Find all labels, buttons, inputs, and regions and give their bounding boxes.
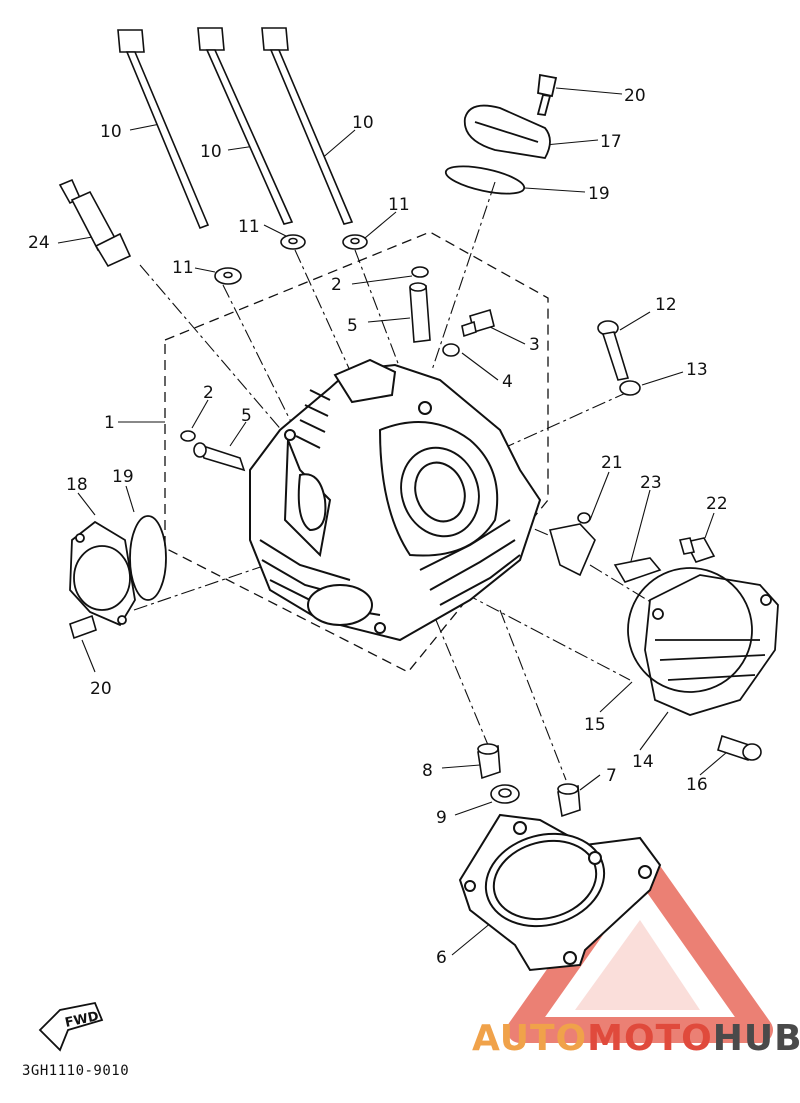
callout-9: 9 — [436, 808, 447, 828]
callout-11a: 11 — [172, 258, 194, 278]
spark-plug-icon — [58, 178, 132, 268]
cylinder-head-bolt-long — [117, 27, 354, 230]
valve-guide-icon — [180, 266, 431, 472]
callout-10c: 10 — [352, 113, 374, 133]
callout-1: 1 — [104, 413, 115, 433]
callout-14: 14 — [632, 752, 654, 772]
callout-21: 21 — [601, 453, 623, 473]
callout-15: 15 — [584, 715, 606, 735]
callout-5a: 5 — [347, 316, 358, 336]
watermark-auto: AUTO — [472, 1018, 588, 1059]
callout-3: 3 — [529, 335, 540, 355]
callout-16: 16 — [686, 775, 708, 795]
callout-20a: 20 — [624, 86, 646, 106]
callout-2a: 2 — [331, 275, 342, 295]
watermark-hub: HUB — [712, 1018, 800, 1059]
dowel-pin-icon — [477, 743, 581, 818]
callout-12: 12 — [655, 295, 677, 315]
callout-22: 22 — [706, 494, 728, 514]
callout-11b: 11 — [238, 217, 260, 237]
breather-part — [548, 512, 662, 583]
forward-direction-arrow: FWD — [38, 1001, 104, 1052]
callout-20b: 20 — [90, 679, 112, 699]
callout-24: 24 — [28, 233, 50, 253]
callout-17: 17 — [600, 132, 622, 152]
callout-19a: 19 — [588, 184, 610, 204]
callout-7: 7 — [606, 766, 617, 786]
callout-2b: 2 — [203, 383, 214, 403]
callout-labels: 10 10 10 11 11 11 24 20 17 19 2 5 3 4 12… — [28, 86, 728, 968]
callout-23: 23 — [640, 473, 662, 493]
callout-11c: 11 — [388, 195, 410, 215]
head-gasket — [458, 813, 662, 972]
callout-4: 4 — [502, 372, 513, 392]
watermark-brand: AUTOMOTOHUB — [472, 1018, 800, 1059]
cylinder-head-body — [249, 358, 542, 642]
document-code: 3GH1110-9010 — [22, 1063, 130, 1079]
watermark-moto: MOTO — [587, 1018, 713, 1059]
callout-18: 18 — [66, 475, 88, 495]
tappet-cover-top — [444, 73, 558, 195]
side-cover-left — [69, 515, 167, 627]
callout-19b: 19 — [112, 467, 134, 487]
callout-10a: 10 — [100, 122, 122, 142]
callout-8: 8 — [422, 761, 433, 781]
callout-5b: 5 — [241, 406, 252, 426]
side-cover-right — [627, 567, 779, 716]
washer-icon — [214, 234, 641, 396]
leader-lines — [57, 87, 728, 956]
callout-13: 13 — [686, 360, 708, 380]
callout-10b: 10 — [200, 142, 222, 162]
callout-6: 6 — [436, 948, 447, 968]
small-bolt-icon — [69, 308, 762, 762]
fwd-label: FWD — [64, 1009, 101, 1031]
